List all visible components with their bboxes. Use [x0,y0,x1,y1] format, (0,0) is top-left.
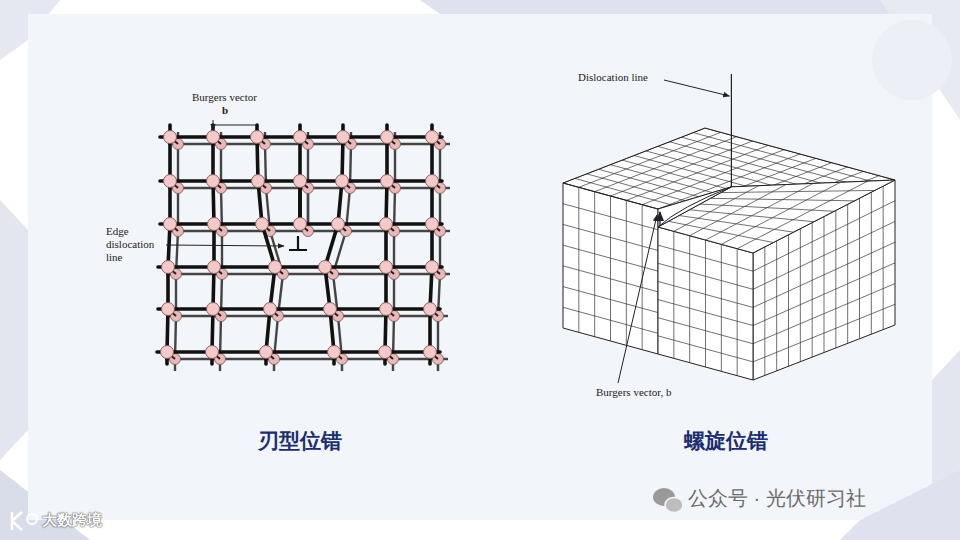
logo-icon [27,514,37,524]
watermark: 大数跨境 [42,511,102,529]
wechat-icon [665,498,683,513]
leader-line [618,215,657,383]
atom [161,346,174,359]
atom [252,175,265,188]
bond [334,350,385,354]
edge-dislocation-lattice [157,120,450,371]
bond [325,265,386,269]
atom [426,175,439,188]
atom [337,131,350,144]
atom [164,131,177,144]
step-face [658,187,731,227]
leader-line [664,80,729,96]
atom [381,175,394,188]
left-face [658,227,753,380]
bond [214,265,275,269]
atom [380,303,393,316]
dislocation-line [731,74,732,187]
atom [324,303,337,316]
atom [328,346,341,359]
figure-caption: 刃型位错 [258,429,342,454]
burgers-bracket [213,120,257,130]
atom [294,218,307,231]
vector-symbol: b [222,104,228,117]
atom [269,261,282,274]
atom [208,218,221,231]
atom [294,175,307,188]
atom [424,303,437,316]
left-face [563,183,658,354]
atom [208,261,221,274]
bond [275,265,325,269]
bond [270,307,330,311]
logo-icon [12,512,22,530]
atom [207,131,220,144]
watermark-icons [12,488,683,530]
atom [164,218,177,231]
leader-line [166,245,284,246]
atom [162,303,175,316]
step-curve [658,187,731,227]
screw-dislocation-block [563,74,895,383]
atom [336,175,349,188]
atom [264,303,277,316]
atom [162,261,175,274]
atom [426,131,439,144]
atom [251,131,264,144]
bond [338,222,386,226]
stepped-top-face [658,180,895,253]
burgers-arrow [659,212,661,226]
figure-caption: 螺旋位错 [684,429,768,454]
atom [207,175,220,188]
callout-label: Edge dislocation line [106,225,162,264]
atom [424,346,437,359]
dislocation-symbol [289,236,307,250]
atom [260,346,273,359]
atom [426,261,439,274]
atom [319,261,332,274]
callout-label: Dislocation line [578,71,648,84]
callout-label: Burgers vector [192,91,257,104]
atom [380,218,393,231]
atom [256,218,269,231]
atom [206,346,219,359]
atom [380,261,393,274]
atom [207,303,220,316]
bond [213,307,270,311]
atom [164,175,177,188]
bond [266,350,334,354]
atom [294,131,307,144]
watermark: 公众号 · 光伏研习社 [688,486,866,510]
atom [332,218,345,231]
atom [381,131,394,144]
callout-label: Burgers vector, b [596,386,671,399]
atom [426,218,439,231]
bond [212,350,266,354]
bond [330,307,386,311]
bond [214,222,262,226]
atom [379,346,392,359]
